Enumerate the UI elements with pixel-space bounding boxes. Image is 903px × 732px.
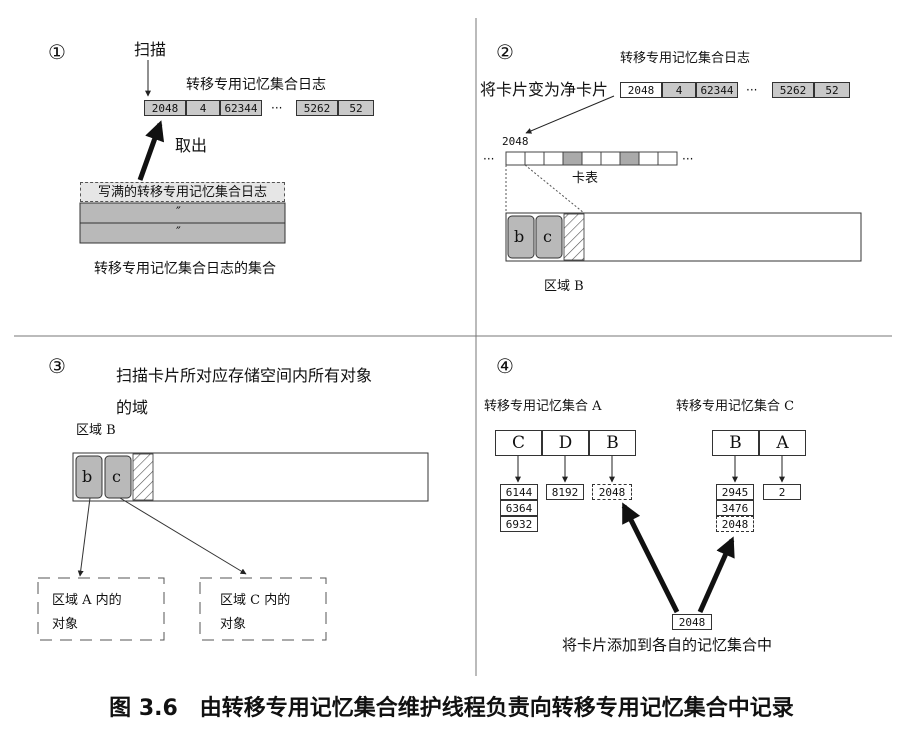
log-cell: 62344: [220, 100, 262, 116]
card-table-ellipsis: ···: [682, 152, 694, 166]
ditto-mark: ″: [176, 205, 181, 220]
region-c-objects-text-cont: 对象: [220, 617, 247, 632]
object-c-label: c: [543, 227, 552, 246]
log-set-label: 转移专用记忆集合日志的集合: [94, 261, 276, 277]
log-cell: 52: [814, 82, 850, 98]
card-table-cell: [638, 151, 659, 166]
card-projection-right: [524, 164, 585, 214]
panel-3-description-cont: 的域: [116, 398, 149, 417]
object-c-label: c: [112, 467, 121, 486]
log-cell: 2048: [620, 82, 662, 98]
object-b-box: [75, 455, 103, 499]
set-c-title: 转移专用记忆集合 C: [676, 399, 795, 414]
card-entry: 6144: [500, 484, 538, 500]
object-b-label: b: [82, 467, 93, 486]
card-entry: 6364: [500, 500, 538, 516]
panel-2-number: ②: [496, 40, 514, 64]
add-to-set-a-arrow: [621, 502, 680, 614]
region-a-objects-text: 区域 A 内的: [52, 593, 122, 608]
region-b-hatch: [132, 453, 154, 501]
ref-c-to-c-arrow: [119, 497, 247, 575]
card-table-cell: [505, 151, 526, 166]
card-table-cell: [562, 151, 583, 166]
region-b-label: 区域 B: [544, 279, 584, 294]
log-cell: 2048: [144, 100, 186, 116]
region-c-objects-text: 区域 C 内的: [220, 593, 291, 608]
card-table-label: 卡表: [572, 171, 599, 186]
card-to-add: 2048: [672, 614, 712, 630]
log-ellipsis: ···: [271, 101, 283, 115]
card-table-cell: [600, 151, 621, 166]
log-set-row-1: [79, 202, 286, 224]
clean-card-label: 将卡片变为净卡片: [480, 80, 609, 99]
region-b-box: [72, 452, 429, 502]
card-table-cell: [619, 151, 640, 166]
log-cell: 5262: [772, 82, 814, 98]
object-b-label: b: [514, 227, 525, 246]
log-cell: 62344: [696, 82, 738, 98]
full-log-box: 写满的转移专用记忆集合日志: [80, 182, 285, 202]
region-a-objects-text-cont: 对象: [52, 617, 79, 632]
region-a-objects-box: [37, 577, 165, 641]
card-entry: 6932: [500, 516, 538, 532]
log-cell: 4: [662, 82, 696, 98]
set-a-title: 转移专用记忆集合 A: [484, 399, 602, 414]
log-cell: 52: [338, 100, 374, 116]
region-b-label: 区域 B: [76, 423, 116, 438]
log-ellipsis: ···: [746, 83, 758, 97]
object-c-box: [104, 455, 132, 499]
panel-3-description: 扫描卡片所对应存储空间内所有对象: [116, 366, 373, 385]
set-c-key: A: [759, 430, 806, 456]
ditto-mark: ″: [176, 225, 181, 240]
panel-4-number: ④: [496, 354, 514, 378]
add-to-set-c-arrow: [697, 536, 735, 614]
region-b-hatch: [563, 213, 585, 261]
log-title: 转移专用记忆集合日志: [186, 77, 326, 93]
new-card-entry: 2048: [592, 484, 632, 500]
card-entry: 8192: [546, 484, 584, 500]
clean-card-arrow: [525, 95, 615, 134]
log-cell: 4: [186, 100, 220, 116]
figure-caption: 图 3.6 由转移专用记忆集合维护线程负责向转移专用记忆集合中记录: [109, 696, 794, 721]
add-cards-label: 将卡片添加到各自的记忆集合中: [562, 636, 773, 654]
set-c-key: B: [712, 430, 759, 456]
card-index-label: 2048: [502, 135, 529, 148]
card-table-ellipsis: ···: [483, 152, 495, 166]
scan-label: 扫描: [134, 40, 167, 59]
object-b-box: [507, 215, 535, 259]
card-table: [505, 151, 678, 166]
object-c-box: [535, 215, 563, 259]
card-entry: 2: [763, 484, 801, 500]
set-a-key: D: [542, 430, 589, 456]
take-out-arrow: [137, 120, 165, 181]
log-title: 转移专用记忆集合日志: [620, 51, 751, 66]
panel-3-number: ③: [48, 354, 66, 378]
panel-1-number: ①: [48, 40, 66, 64]
set-a-key: C: [495, 430, 542, 456]
new-card-entry: 2048: [716, 516, 754, 532]
card-table-cell: [581, 151, 602, 166]
ref-b-to-a-arrow: [77, 497, 91, 577]
card-entry: 3476: [716, 500, 754, 516]
set-a-key: B: [589, 430, 636, 456]
take-out-label: 取出: [175, 136, 208, 155]
region-c-objects-box: [199, 577, 327, 641]
card-table-cell: [657, 151, 678, 166]
log-cell: 5262: [296, 100, 338, 116]
card-table-cell: [543, 151, 564, 166]
card-table-cell: [524, 151, 545, 166]
log-set-row-2: [79, 222, 286, 244]
card-entry: 2945: [716, 484, 754, 500]
